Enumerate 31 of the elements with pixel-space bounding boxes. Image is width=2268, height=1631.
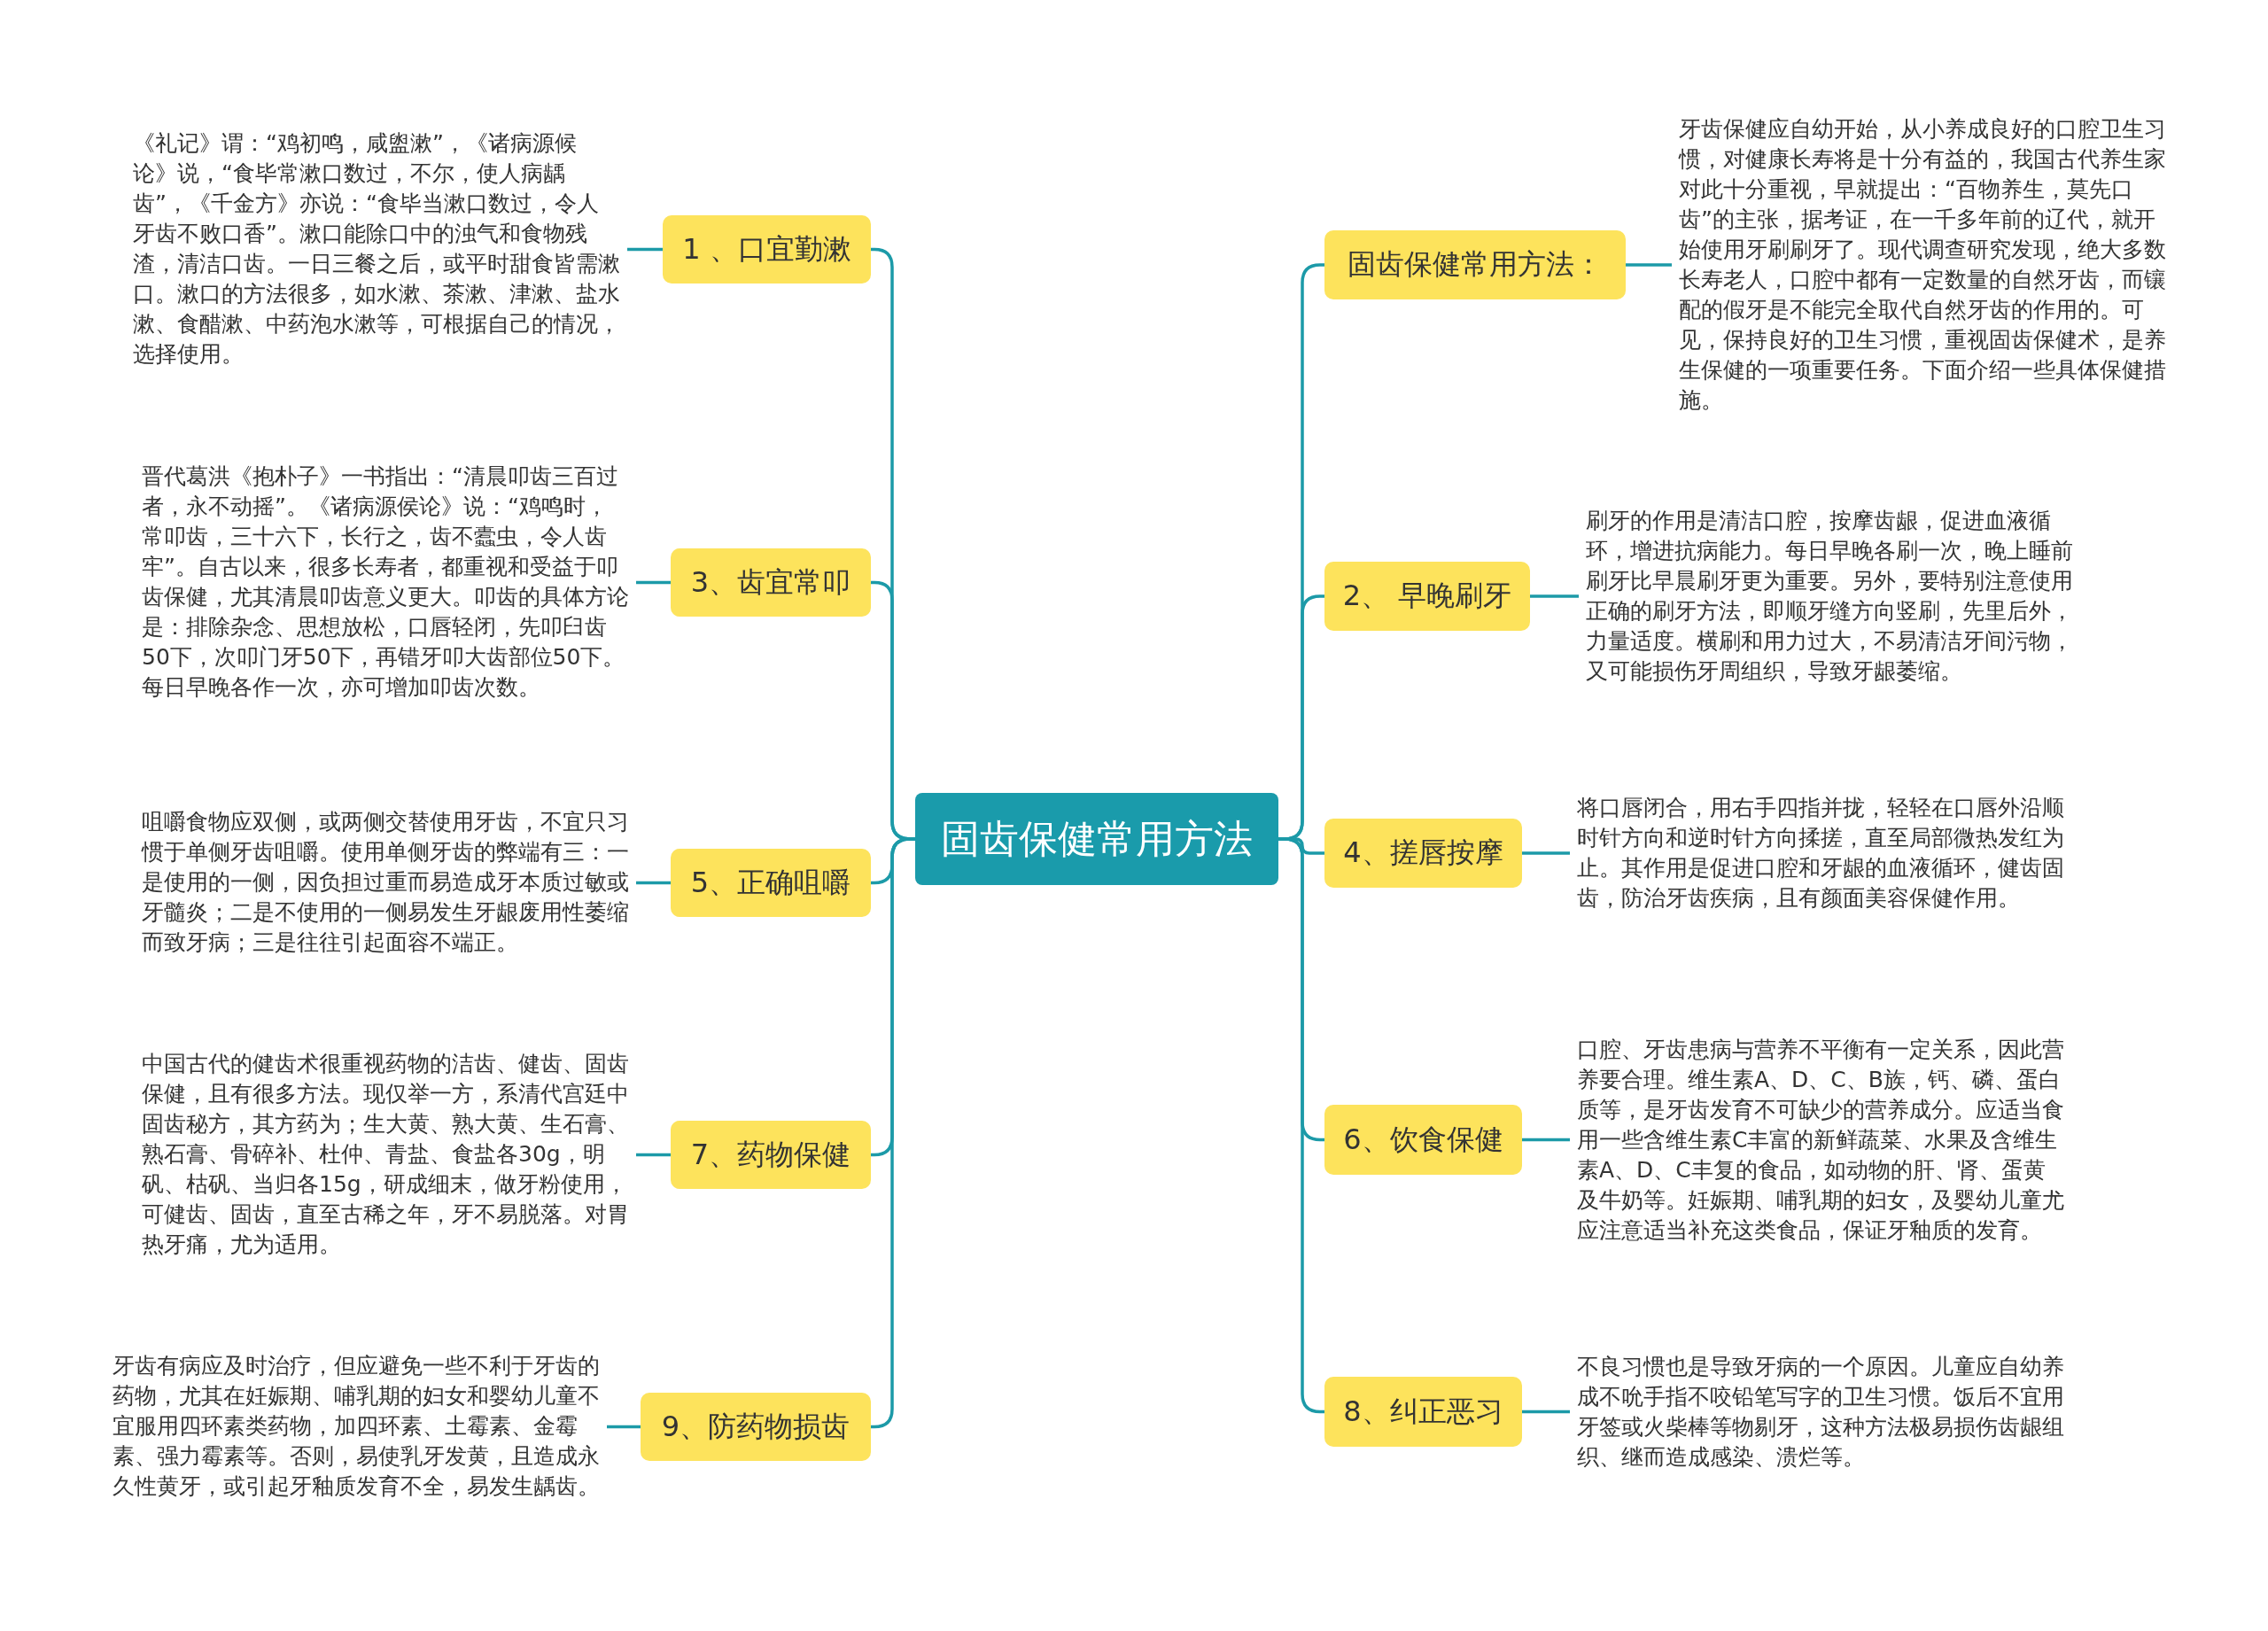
note-text: 牙齿保健应自幼开始，从小养成良好的口腔卫生习惯，对健康长寿将是十分有益的，我国古代养生家对此十分重视，早就提出：“百物养生，莫先口齿”的主张，据考证，在一千多年前的辽代，就开始使用牙刷刷牙了。现代调查研究发现，绝大多数长寿老人，口腔中都有一定数量的自然牙齿，而镶配的假牙是不能完全取代自然牙齿的作用的。可见，保持良好的卫生习惯，重视固齿保健术，是养生保健的一项重要任务。下面介绍一些具体保健措施。 bbox=[1679, 114, 2166, 416]
connector-line bbox=[636, 580, 671, 585]
note-text: 口腔、牙齿患病与营养不平衡有一定关系，因此营养要合理。维生素A、D、C、B族，钙、磷、蛋白质等，是牙齿发育不可缺少的营养成分。应适当食用一些含维生素C丰富的新鲜蔬菜、水果及含维生素A、D、C丰复的食品，如动物的肝、肾、蛋黄及牛奶等。妊娠期、哺乳期的妇女，及婴幼儿童尤应注意适当补充这类食品，保证牙釉质的发育。 bbox=[1577, 1035, 2064, 1246]
topic-box: 1 、口宜勤漱 bbox=[663, 215, 871, 283]
topic-box: 7、药物保健 bbox=[671, 1121, 871, 1189]
topic-box: 3、齿宜常叩 bbox=[671, 548, 871, 617]
note-text: 刷牙的作用是清洁口腔，按摩齿龈，促进血液循环，增进抗病能力。每日早晚各刷一次，晚上睡前刷牙比早晨刷牙更为重要。另外，要特别注意使用正确的刷牙方法，即顺牙缝方向竖刷，先里后外，力量适度。横刷和用力过大，不易清洁牙间污物，又可能损伤牙周组织，导致牙龈萎缩。 bbox=[1586, 506, 2073, 687]
connector-line bbox=[636, 1153, 671, 1157]
topic-box: 5、正确咀嚼 bbox=[671, 849, 871, 917]
connector-line bbox=[627, 247, 663, 252]
topic-box: 2、 早晚刷牙 bbox=[1324, 562, 1530, 631]
note-text: 不良习惯也是导致牙病的一个原因。儿童应自幼养成不吮手指不咬铅笔写字的卫生习惯。饭后不宜用牙签或火柴棒等物剔牙，这种方法极易损伤齿龈组织、继而造成感染、溃烂等。 bbox=[1577, 1352, 2064, 1472]
connector-line bbox=[1522, 1138, 1570, 1142]
connector-line bbox=[1530, 594, 1579, 598]
connector-line bbox=[607, 1425, 641, 1429]
note-text: 《礼记》谓：“鸡初鸣，咸盥漱”，《诸病源候论》说，“食毕常漱口数过，不尔，使人病龋齿”，《千金方》亦说：“食毕当漱口数过，令人牙齿不败口香”。漱口能除口中的浊气和食物残渣，清洁口齿。一日三餐之后，或平时甜食皆需漱口。漱口的方法很多，如水漱、茶漱、津漱、盐水漱、食醋漱、中药泡水漱等，可根据自己的情况，选择使用。 bbox=[133, 128, 620, 369]
note-text: 牙齿有病应及时治疗，但应避免一些不利于牙齿的药物，尤其在妊娠期、哺乳期的妇女和婴幼儿童不宜服用四环素类药物，加四环素、土霉素、金霉素、强力霉素等。否则，易使乳牙发黄，且造成永久性黄牙，或引起牙釉质发育不全，易发生龋齿。 bbox=[113, 1351, 600, 1502]
topic-box: 8、纠正恶习 bbox=[1324, 1377, 1522, 1447]
topic-box: 9、防药物损齿 bbox=[641, 1393, 871, 1461]
connector-line bbox=[1626, 263, 1672, 267]
connector-line bbox=[636, 881, 671, 885]
central-topic: 固齿保健常用方法 bbox=[915, 793, 1278, 885]
note-text: 咀嚼食物应双侧，或两侧交替使用牙齿，不宜只习惯于单侧牙齿咀嚼。使用单侧牙齿的弊端有三：一是使用的一侧，因负担过重而易造成牙本质过敏或牙髓炎；二是不使用的一侧易发生牙龈废用性萎缩而致牙病；三是往往引起面容不端正。 bbox=[142, 807, 629, 958]
connector-line bbox=[1522, 1410, 1570, 1414]
connector-line bbox=[1522, 851, 1570, 855]
topic-box: 4、搓唇按摩 bbox=[1324, 819, 1522, 888]
note-text: 将口唇闭合，用右手四指并拢，轻轻在口唇外沿顺时针方向和逆时针方向揉搓，直至局部微热发红为止。其作用是促进口腔和牙龈的血液循环，健齿固齿，防治牙齿疾病，且有颜面美容保健作用。 bbox=[1577, 793, 2064, 913]
topic-box: 6、饮食保健 bbox=[1324, 1105, 1522, 1175]
note-text: 晋代葛洪《抱朴子》一书指出：“清晨叩齿三百过者，永不动摇”。《诸病源侯论》说：“鸡鸣时，常叩齿，三十六下，长行之，齿不蠹虫，令人齿牢”。自古以来，很多长寿者，都重视和受益于叩齿保健，尤其清晨叩齿意义更大。叩齿的具体方论是：排除杂念、思想放松，口唇轻闭，先叩臼齿50下，次叩门牙50下，再错牙叩大齿部位50下。每日早晚各作一次，亦可增加叩齿次数。 bbox=[142, 462, 629, 703]
note-text: 中国古代的健齿术很重视药物的洁齿、健齿、固齿保健，且有很多方法。现仅举一方，系清代宫廷中固齿秘方，其方药为；生大黄、熟大黄、生石膏、熟石膏、骨碎补、杜仲、青盐、食盐各30g，明矾、枯矾、当归各15g，研成细末，做牙粉使用，可健齿、固齿，直至古稀之年，牙不易脱落。对胃热牙痛，尤为适用。 bbox=[142, 1049, 629, 1260]
topic-box: 固齿保健常用方法： bbox=[1324, 230, 1626, 299]
